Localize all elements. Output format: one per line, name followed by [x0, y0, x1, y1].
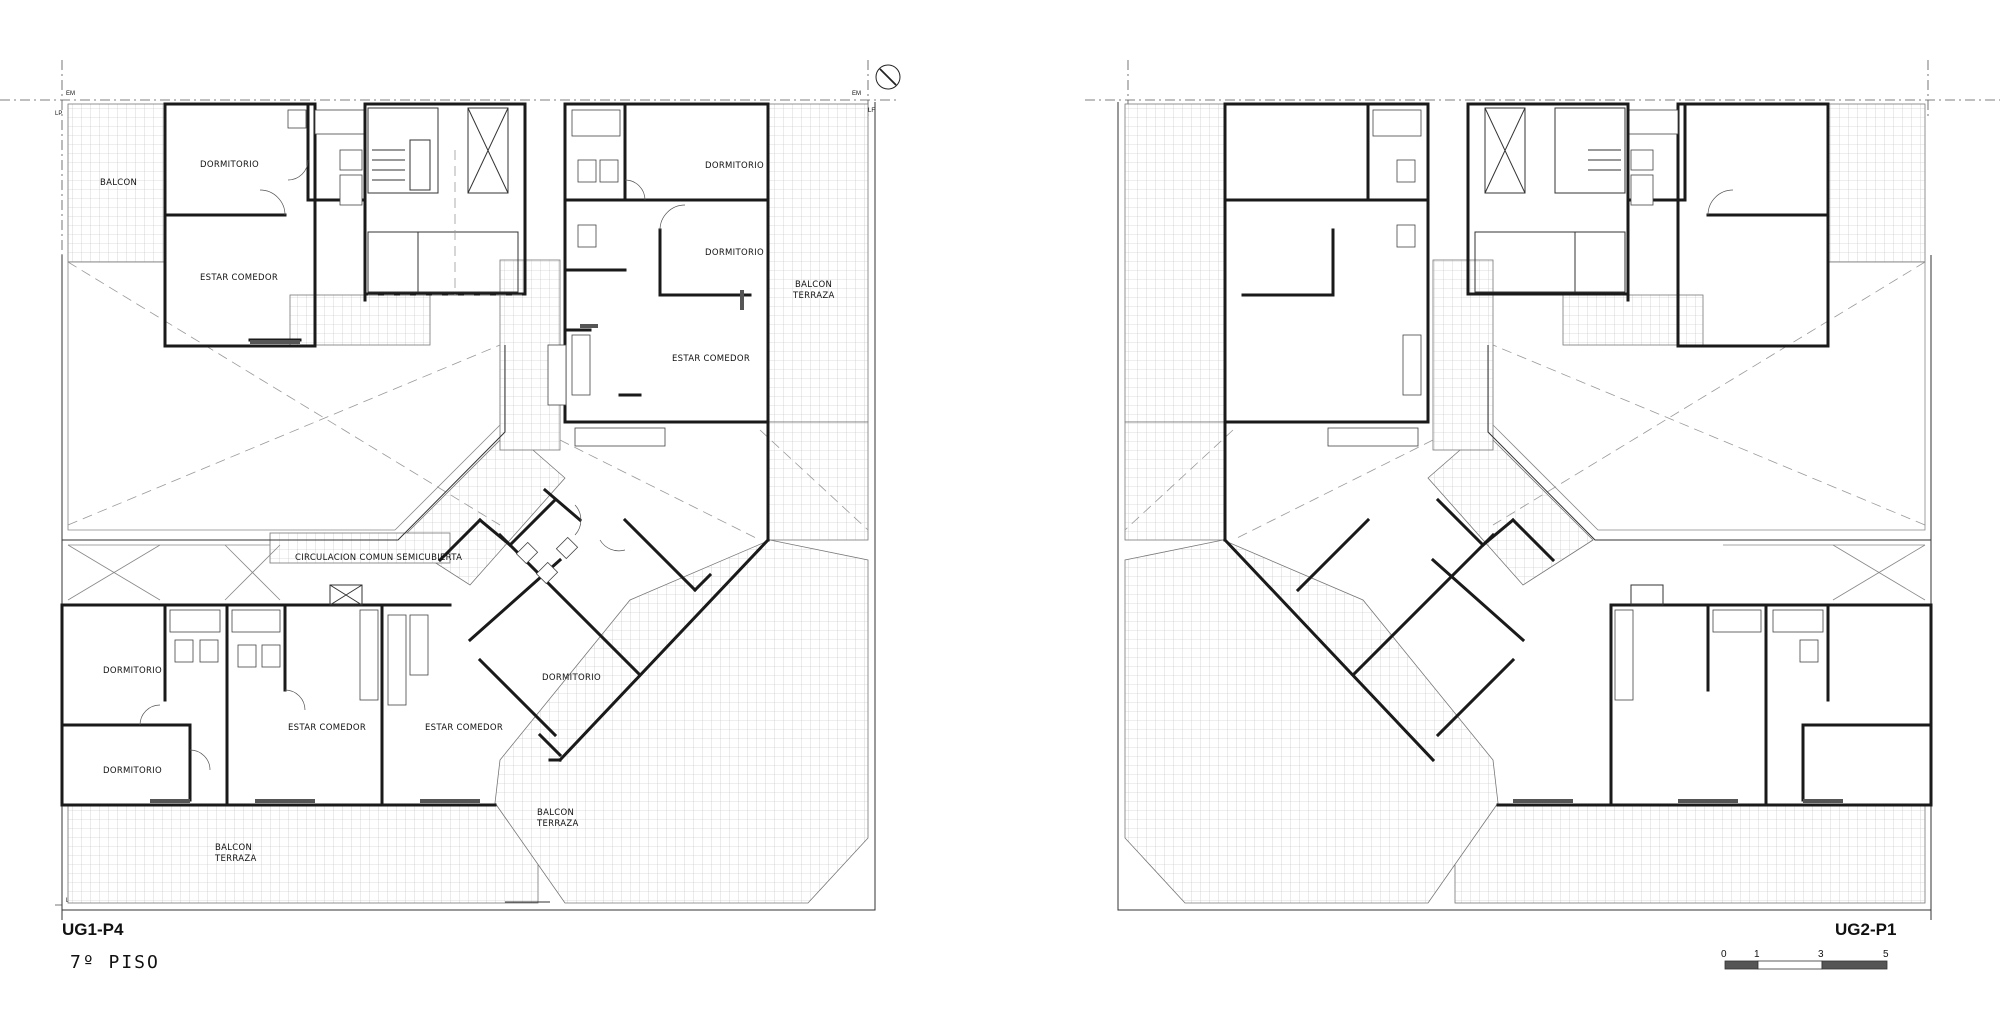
axis-lines [0, 60, 2000, 920]
north-arrow-icon [875, 64, 901, 90]
room-label-dormitorio: DORMITORIO [542, 673, 601, 683]
room-label-balcon-terraza: BALCON [215, 843, 252, 853]
scale-tick-label: 0 [1721, 949, 1727, 960]
axis-mark-lf: LF [868, 108, 875, 114]
unit-label-left: UG1-P4 [62, 920, 124, 939]
unit-diagonal [437, 420, 771, 763]
scale-tick-label: 3 [1818, 949, 1824, 960]
scale-tick-label: 5 [1883, 949, 1889, 960]
scale-tick-label: 1 [1754, 949, 1760, 960]
room-label-dormitorio: DORMITORIO [705, 248, 764, 258]
room-label-dormitorio: DORMITORIO [200, 160, 259, 170]
floor-label: 7º PISO [70, 952, 160, 973]
room-label-balcon: BALCON [100, 178, 137, 188]
left-room-labels: BALCON DORMITORIO ESTAR COMEDOR DORMITOR… [100, 160, 835, 864]
left-terraces [67, 103, 869, 904]
room-label-estar-comedor: ESTAR COMEDOR [672, 354, 750, 364]
unit-top-right [547, 102, 770, 447]
unit-label-right: UG2-P1 [1835, 920, 1896, 939]
room-label-circulacion: CIRCULACION COMUN SEMICUBIERTA [295, 553, 462, 563]
room-label-dormitorio: DORMITORIO [705, 161, 764, 171]
right-plan [1117, 102, 1933, 920]
axis-mark-em: EM [66, 91, 75, 97]
room-label-balcon-terraza: TERRAZA [536, 819, 579, 829]
left-voids [67, 261, 869, 601]
axis-mark-lp: LP [55, 111, 62, 117]
room-label-dormitorio: DORMITORIO [103, 666, 162, 676]
room-label-estar-comedor: ESTAR COMEDOR [288, 723, 366, 733]
room-label-balcon-terraza: BALCON [537, 808, 574, 818]
unit-bottom-right [380, 603, 497, 807]
scale-bar: 0 1 3 5 [1721, 949, 1889, 970]
left-windows [150, 290, 744, 803]
room-label-balcon-terraza: TERRAZA [214, 854, 257, 864]
axis-mark-em-right: EM [852, 91, 861, 97]
room-label-dormitorio: DORMITORIO [103, 766, 162, 776]
left-plan: BALCON DORMITORIO ESTAR COMEDOR DORMITOR… [60, 102, 876, 920]
room-label-balcon-terraza: BALCON [795, 280, 832, 290]
unit-bottom-center [225, 584, 384, 807]
room-label-balcon-terraza: TERRAZA [792, 291, 835, 301]
core-left [363, 102, 527, 296]
room-label-estar-comedor: ESTAR COMEDOR [200, 273, 278, 283]
room-label-estar-comedor: ESTAR COMEDOR [425, 723, 503, 733]
